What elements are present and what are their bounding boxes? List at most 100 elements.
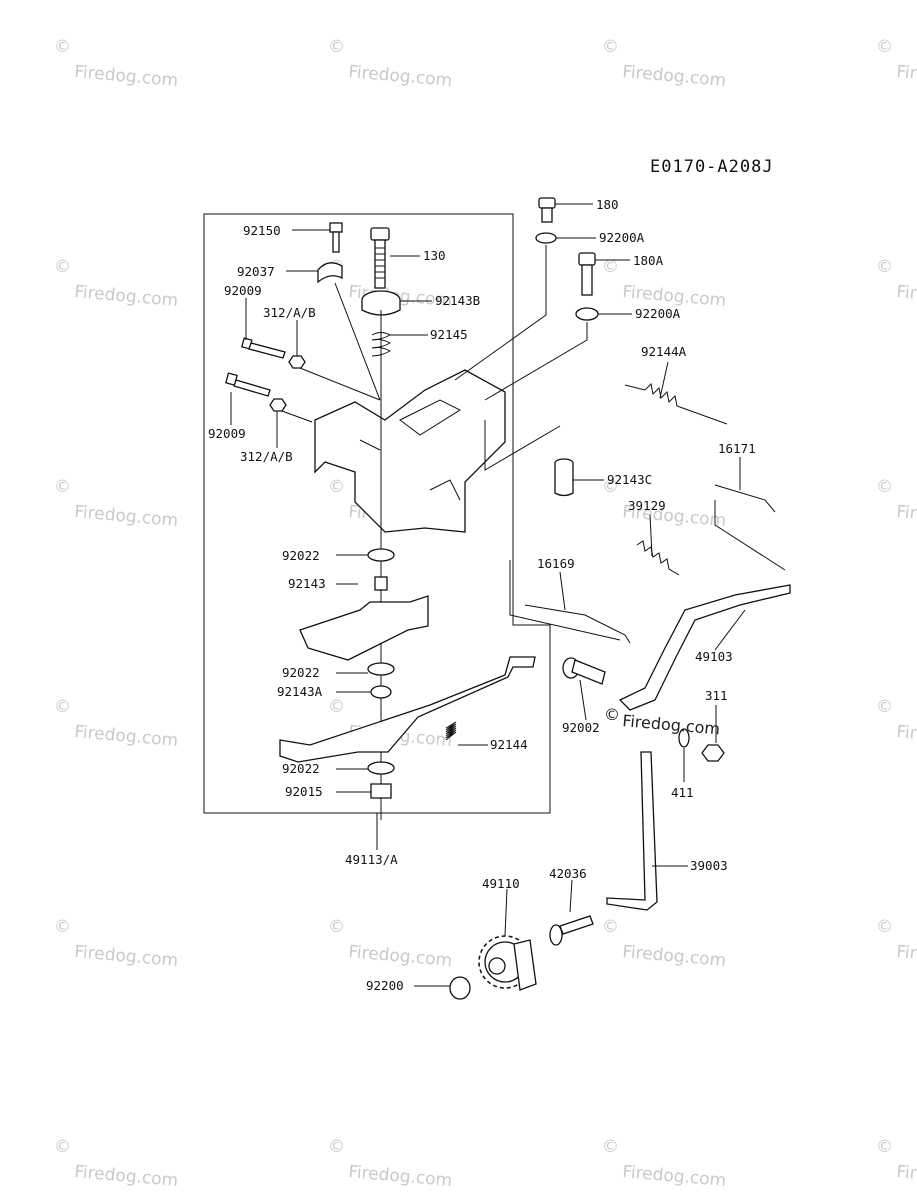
bracket-detail [359,399,462,501]
label-92144: 92144 [490,737,528,752]
label-92200: 92200 [366,978,404,993]
screw-92009-b [225,372,271,397]
watermark: ©Firedog.com [54,917,179,971]
watermark: ©Firedog.com [602,37,727,91]
label-130: 130 [423,248,446,263]
svg-text:©: © [328,917,345,937]
label-16171: 16171 [718,441,756,456]
svg-text:©: © [876,917,893,937]
spring-92144 [445,721,457,741]
watermark: ©Firedog.com [876,917,917,971]
svg-text:©: © [876,697,893,717]
assembly-outline [203,213,551,814]
washer-411 [678,728,690,748]
svg-text:©: © [54,257,71,277]
label-312-a: 312/A/B [263,305,316,320]
label-92200A-a: 92200A [599,230,645,245]
nut-312-b [269,398,287,412]
lever-plate [299,595,429,661]
nut-92015 [370,783,392,799]
svg-text:©: © [328,37,345,57]
svg-text:Firedog.com: Firedog.com [74,1162,179,1191]
bolt-180 [538,197,556,223]
label-92143C: 92143C [607,472,652,487]
overlay-watermark: © Firedog.com [604,705,721,739]
svg-text:©: © [328,1137,345,1157]
svg-text:Firedog.com: Firedog.com [896,722,917,751]
svg-text:Firedog.com: Firedog.com [896,502,917,531]
washer-92022-a [367,548,395,562]
nut-312-a [288,355,306,369]
svg-text:©: © [54,1137,71,1157]
label-180: 180 [596,197,619,212]
label-39003: 39003 [690,858,728,873]
watermark: ©Firedog.com [54,257,179,311]
svg-text:Firedog.com: Firedog.com [348,942,453,971]
shaft-39003 [606,751,658,911]
bolt-leaders [454,245,588,471]
bolt-92002 [562,657,606,685]
watermark: ©Firedog.com [328,1137,453,1191]
watermark: ©Firedog.com [328,917,453,971]
watermark: ©Firedog.com [54,477,179,531]
spring-39129 [636,540,680,576]
svg-text:©: © [876,37,893,57]
svg-text:©: © [602,477,619,497]
label-39129: 39129 [628,498,666,513]
label-92037: 92037 [237,264,275,279]
watermark: ©Firedog.com [54,37,179,91]
washer-92200A-b [575,307,599,321]
svg-text:©: © [876,257,893,277]
label-92200A-b: 92200A [635,306,681,321]
svg-text:Firedog.com: Firedog.com [896,62,917,91]
svg-text:©: © [54,697,71,717]
svg-text:Firedog.com: Firedog.com [622,1162,727,1191]
watermark: ©Firedog.com [876,257,917,311]
svg-text:Firedog.com: Firedog.com [74,942,179,971]
collar-92143C [554,458,574,497]
svg-text:Firedog.com: Firedog.com [348,62,453,91]
watermark: ©Firedog.com [876,697,917,751]
label-92022-a: 92022 [282,548,320,563]
label-92022-b: 92022 [282,665,320,680]
label-92143: 92143 [288,576,326,591]
bolt-130 [370,227,390,289]
diagram-code: E0170-A208J [650,157,774,177]
label-49113A: 49113/A [345,852,398,867]
svg-text:©: © [602,1137,619,1157]
svg-text:Firedog.com: Firedog.com [896,942,917,971]
clamp-92037 [317,262,343,284]
label-leaders [230,203,746,987]
rod-16169 [524,604,631,644]
watermark: ©Firedog.com [602,917,727,971]
svg-text:©: © [876,1137,893,1157]
washer-92022-c [367,761,395,775]
watermark: ©Firedog.com [328,37,453,91]
watermark: ©Firedog.com [54,697,179,751]
label-92150: 92150 [243,223,281,238]
svg-text:Firedog.com: Firedog.com [348,1162,453,1191]
label-312-b: 312/A/B [240,449,293,464]
washer-92022-b [367,662,395,676]
label-180A: 180A [633,253,664,268]
label-92002: 92002 [562,720,600,735]
part-labels: 92150 130 92037 92143B 92009 312/A/B 921… [208,197,756,993]
svg-text:Firedog.com: Firedog.com [74,502,179,531]
leader-16171 [714,500,786,571]
collar-92143A [370,685,392,699]
svg-text:Firedog.com: Firedog.com [74,62,179,91]
svg-text:Firedog.com: Firedog.com [896,1162,917,1191]
svg-text:Firedog.com: Firedog.com [622,942,727,971]
watermark: ©Firedog.com [54,1137,179,1191]
watermark: ©Firedog.com [602,1137,727,1191]
bolt-180A [578,252,596,296]
svg-text:Firedog.com: Firedog.com [622,62,727,91]
svg-text:©: © [604,705,620,724]
svg-text:©: © [328,697,345,717]
label-92145: 92145 [430,327,468,342]
svg-text:©: © [54,917,71,937]
watermark: ©Firedog.com [876,477,917,531]
svg-text:©: © [328,477,345,497]
governor-lever-arm [279,656,536,763]
